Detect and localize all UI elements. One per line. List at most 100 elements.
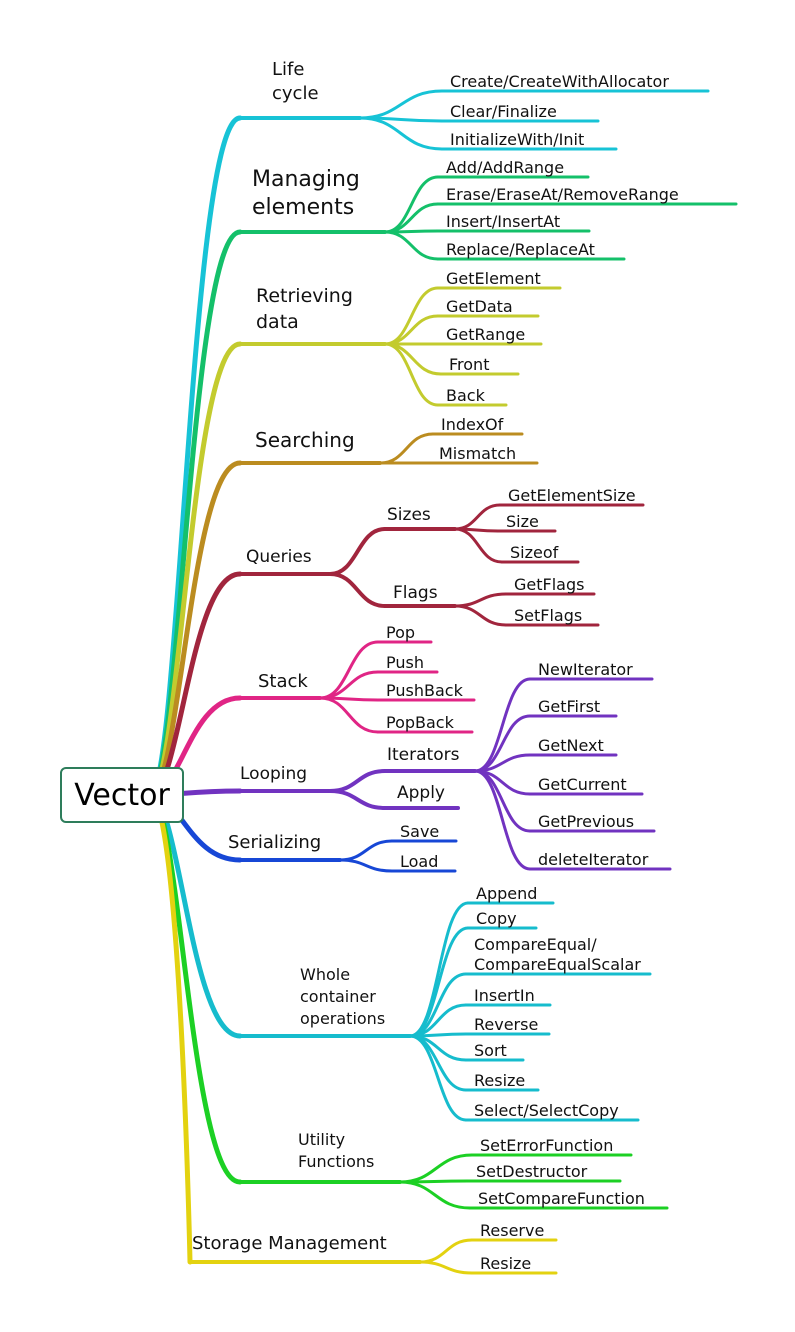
leaf-iterators-4-label[interactable]: GetCurrent — [538, 775, 627, 794]
branch-looping-label[interactable]: Looping — [240, 764, 307, 784]
leaf-whole-8-connector — [408, 1034, 468, 1122]
leaf-stack-3-label[interactable]: PushBack — [386, 681, 464, 700]
leaf-sizes-1-label[interactable]: GetElementSize — [508, 486, 636, 505]
branch-managing-label-line-2[interactable]: elements — [252, 195, 354, 220]
leaf-whole-1-connector — [408, 901, 470, 1038]
leaf-retrieving-4-label[interactable]: Front — [449, 355, 489, 374]
leaf-iterators-6-connector — [473, 769, 532, 871]
leaf-whole-8-label[interactable]: Select/SelectCopy — [474, 1101, 619, 1120]
leaf-managing-2-label[interactable]: Erase/EraseAt/RemoveRange — [446, 185, 679, 204]
group-sizes-label[interactable]: Sizes — [387, 505, 431, 525]
leaf-storage-1-label[interactable]: Reserve — [480, 1221, 544, 1240]
branch-stack-label[interactable]: Stack — [258, 671, 308, 692]
group-apply-connector — [328, 789, 387, 810]
leaf-sizes-3-connector — [453, 527, 504, 564]
leaf-retrieving-2-label[interactable]: GetData — [446, 297, 513, 316]
leaf-whole-3-label-line-1[interactable]: CompareEqual/ — [474, 935, 597, 954]
leaf-searching-2-label[interactable]: Mismatch — [439, 444, 516, 463]
leaf-iterators-6-label[interactable]: deleteIterator — [538, 850, 649, 869]
leaf-lifecycle-3-connector — [358, 116, 444, 151]
leaf-lifecycle-1-connector — [358, 89, 444, 120]
leaf-stack-2-label[interactable]: Push — [386, 653, 424, 672]
group-iterators-label[interactable]: Iterators — [387, 745, 460, 765]
branch-utility-trunk — [147, 792, 243, 1185]
leaf-sizes-2-label[interactable]: Size — [506, 512, 539, 531]
leaf-sizes-1-connector — [453, 503, 502, 531]
leaf-whole-2-connector — [408, 926, 470, 1038]
branch-retrieving-label-line-1[interactable]: Retrieving — [256, 285, 353, 307]
leaf-flags-2-connector — [453, 604, 508, 627]
branch-whole-label-line-2[interactable]: container — [300, 987, 376, 1006]
branch-managing-label-line-1[interactable]: Managing — [252, 167, 360, 192]
branch-whole-label-line-3[interactable]: operations — [300, 1009, 385, 1028]
group-flags-label[interactable]: Flags — [393, 583, 438, 603]
leaf-lifecycle-2-label[interactable]: Clear/Finalize — [450, 102, 557, 121]
branch-storage-trunk — [147, 792, 193, 1265]
leaf-whole-3-label-line-2[interactable]: CompareEqualScalar — [474, 955, 641, 974]
leaf-iterators-3-label[interactable]: GetNext — [538, 736, 604, 755]
branch-storage-label[interactable]: Storage Management — [192, 1233, 387, 1254]
leaf-stack-1-label[interactable]: Pop — [386, 623, 415, 642]
leaf-iterators-1-connector — [473, 677, 532, 773]
root-node-label: Vector — [74, 777, 170, 813]
leaf-whole-1-label[interactable]: Append — [476, 884, 537, 903]
leaf-serializing-1-connector — [338, 839, 394, 862]
leaf-iterators-5-label[interactable]: GetPrevious — [538, 812, 634, 831]
branch-searching-label[interactable]: Searching — [255, 428, 355, 452]
leaf-lifecycle-1-label[interactable]: Create/CreateWithAllocator — [450, 72, 669, 91]
leaf-whole-5-label[interactable]: Reverse — [474, 1015, 538, 1034]
group-sizes-connector — [328, 527, 387, 576]
leaf-flags-1-connector — [453, 592, 508, 608]
leaf-storage-2-label[interactable]: Resize — [480, 1254, 531, 1273]
leaf-managing-4-connector — [383, 230, 440, 261]
branch-whole-label-line-1[interactable]: Whole — [300, 965, 350, 984]
leaf-utility-1-connector — [398, 1153, 474, 1184]
leaf-flags-2-label[interactable]: SetFlags — [514, 606, 582, 625]
leaf-utility-1-label[interactable]: SetErrorFunction — [480, 1136, 613, 1155]
leaf-whole-6-label[interactable]: Sort — [474, 1041, 507, 1060]
leaf-serializing-2-label[interactable]: Load — [400, 852, 438, 871]
branch-serializing-label[interactable]: Serializing — [228, 832, 321, 853]
leaf-managing-4-label[interactable]: Replace/ReplaceAt — [446, 240, 595, 259]
leaf-stack-4-label[interactable]: PopBack — [386, 713, 455, 732]
leaf-whole-4-label[interactable]: InsertIn — [474, 986, 535, 1005]
leaf-lifecycle-3-label[interactable]: InitializeWith/Init — [450, 130, 584, 149]
leaf-whole-7-label[interactable]: Resize — [474, 1071, 525, 1090]
leaf-stack-1-connector — [318, 640, 380, 700]
leaf-flags-1-label[interactable]: GetFlags — [514, 575, 584, 594]
branch-utility-label-line-1[interactable]: Utility — [298, 1130, 345, 1149]
group-flags-connector — [328, 572, 387, 608]
leaf-retrieving-4-connector — [383, 342, 443, 376]
root-node[interactable]: Vector — [60, 767, 184, 823]
branch-utility-label-line-2[interactable]: Functions — [298, 1152, 374, 1171]
leaf-managing-1-label[interactable]: Add/AddRange — [446, 158, 564, 177]
branch-queries-label[interactable]: Queries — [246, 547, 312, 567]
leaf-iterators-2-label[interactable]: GetFirst — [538, 697, 600, 716]
leaf-serializing-1-label[interactable]: Save — [400, 822, 439, 841]
leaf-retrieving-5-connector — [383, 342, 440, 407]
leaf-searching-1-connector — [378, 432, 435, 465]
leaf-stack-4-connector — [318, 696, 380, 734]
group-apply-label[interactable]: Apply — [397, 783, 445, 803]
leaf-retrieving-3-label[interactable]: GetRange — [446, 325, 525, 344]
leaf-retrieving-5-label[interactable]: Back — [446, 386, 486, 405]
leaf-iterators-1-label[interactable]: NewIterator — [538, 660, 633, 679]
leaf-serializing-2-connector — [338, 858, 394, 873]
group-iterators-connector — [328, 769, 387, 793]
leaf-sizes-3-label[interactable]: Sizeof — [510, 543, 559, 562]
leaf-searching-1-label[interactable]: IndexOf — [441, 415, 504, 434]
leaf-retrieving-2-connector — [383, 314, 440, 346]
leaf-storage-1-connector — [418, 1238, 474, 1264]
leaf-retrieving-1-label[interactable]: GetElement — [446, 269, 541, 288]
branch-retrieving-label-line-2[interactable]: data — [256, 311, 299, 333]
leaf-managing-3-label[interactable]: Insert/InsertAt — [446, 212, 560, 231]
branch-lifecycle-label-line-2[interactable]: cycle — [272, 83, 319, 104]
branch-lifecycle-label-line-1[interactable]: Life — [272, 59, 304, 80]
leaf-utility-3-label[interactable]: SetCompareFunction — [478, 1189, 645, 1208]
leaf-utility-3-connector — [398, 1180, 472, 1210]
leaf-storage-2-connector — [418, 1260, 474, 1275]
leaf-utility-2-label[interactable]: SetDestructor — [476, 1162, 588, 1181]
leaf-whole-2-label[interactable]: Copy — [476, 909, 517, 928]
leaf-managing-2-connector — [383, 202, 440, 234]
